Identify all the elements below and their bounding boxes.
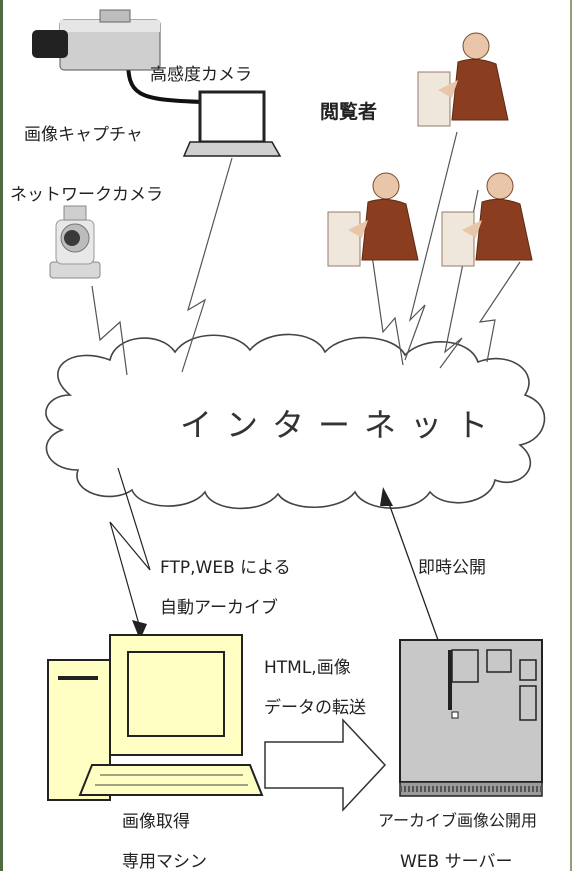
right-edge (570, 0, 572, 871)
html-label-line2: データの転送 (264, 698, 366, 718)
hd-camera-icon (32, 9, 161, 71)
viewer-icon-2 (327, 172, 419, 267)
link-capture-internet (181, 157, 233, 373)
link-viewer4-internet (478, 261, 521, 363)
capture-laptop-icon (182, 90, 282, 157)
server-label-line2: WEB サーバー (400, 852, 513, 872)
left-edge (0, 0, 3, 871)
web-server-icon (399, 639, 543, 797)
internet-label: インターネット (180, 406, 503, 444)
network-camera-icon (49, 205, 101, 279)
link-viewer1-internet (404, 131, 458, 361)
link-internet-pc (109, 467, 151, 629)
pc-label-line1: 画像取得 (122, 812, 190, 832)
link-viewer3-internet (439, 189, 479, 369)
link-netcam-internet (91, 285, 128, 376)
viewer-icon-3 (441, 172, 533, 267)
link-server-internet (386, 497, 439, 641)
internet-cloud (45, 333, 546, 510)
publish-label: 即時公開 (418, 558, 486, 578)
link-viewer2-internet (371, 254, 404, 366)
pc-label-line2: 専用マシン (122, 852, 207, 872)
network-camera-label: ネットワークカメラ (10, 185, 163, 205)
ftp-label-line1: FTP,WEB による (160, 558, 291, 578)
viewer-icon-1 (417, 32, 509, 127)
hd-camera-label: 高感度カメラ (150, 65, 252, 85)
image-capture-label: 画像キャプチャ (24, 125, 143, 145)
ftp-label-line2: 自動アーカイブ (160, 598, 278, 618)
viewers-label: 閲覧者 (320, 101, 378, 123)
server-label-line1: アーカイブ画像公開用 (378, 811, 538, 830)
arrowhead-pc (132, 620, 147, 640)
acquisition-pc-icon (47, 634, 264, 801)
transfer-arrow (264, 718, 387, 812)
arrowhead-internet (380, 487, 393, 506)
html-label-line1: HTML,画像 (264, 658, 351, 678)
